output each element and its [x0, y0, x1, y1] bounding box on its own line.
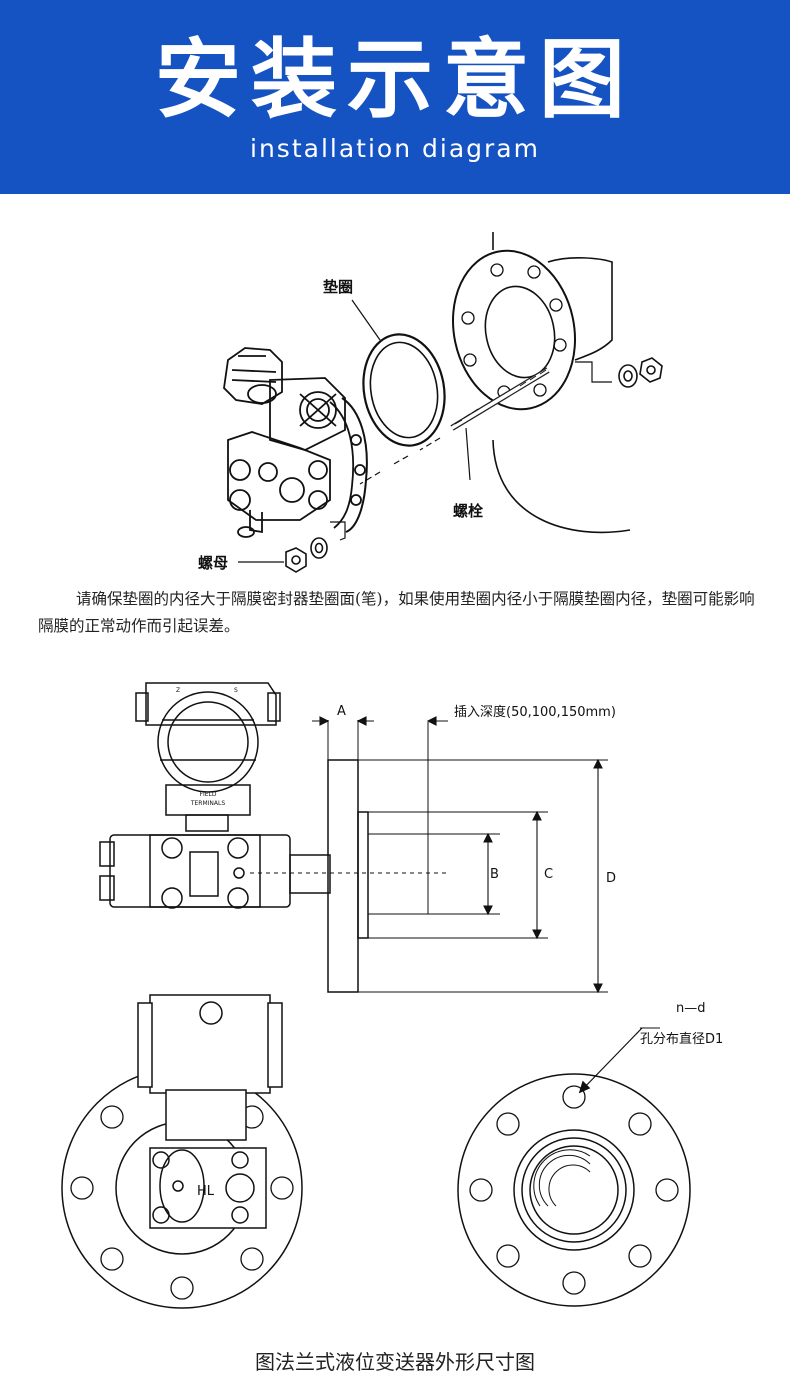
side-view-flange — [327, 720, 608, 993]
header-banner: 安装示意图 installation diagram — [0, 0, 790, 194]
washer-nut-right — [575, 357, 663, 388]
figure-caption: 图法兰式液位变送器外形尺寸图 — [255, 1350, 535, 1374]
dim-c-label: C — [544, 867, 553, 882]
insert-depth-label: 插入深度(50,100,150mm) — [454, 704, 616, 720]
dim-d-label: D — [606, 871, 616, 886]
exploded-installation-figure: 垫圈 螺栓 螺母 — [198, 232, 663, 573]
dim-b-label: B — [490, 867, 499, 882]
s-label: S — [234, 687, 238, 694]
installation-note: 请确保垫圈的内径大于隔膜密封器垫圈面(笔)，如果使用垫圈内径小于隔膜垫圈内径，垫… — [38, 590, 755, 635]
field-terminals-label-1: FIELD — [200, 791, 217, 798]
z-label: Z — [176, 687, 180, 694]
nd-label: n—d — [676, 1001, 706, 1016]
side-view-transmitter: FIELD TERMINALS Z S — [99, 682, 450, 909]
flange-face-view: n—d 孔分布直径D1 — [457, 1001, 723, 1307]
bolt-label: 螺栓 — [453, 502, 483, 520]
hl-label: HL — [197, 1184, 215, 1199]
tank-flange — [451, 249, 577, 411]
washer-nut-bottom — [238, 537, 328, 573]
page-title: 安装示意图 — [155, 30, 635, 130]
dimension-side-view: FIELD TERMINALS Z S — [99, 682, 616, 994]
gasket-label: 垫圈 — [323, 278, 353, 296]
front-view-transmitter: HL — [61, 994, 303, 1309]
dimension-arrows — [312, 716, 603, 994]
gasket — [351, 299, 446, 447]
page-subtitle: installation diagram — [250, 134, 540, 163]
nut-label: 螺母 — [198, 554, 228, 572]
transmitter-exploded — [223, 347, 368, 541]
bolt-circle-label: 孔分布直径D1 — [640, 1032, 723, 1047]
field-terminals-label-2: TERMINALS — [190, 800, 226, 807]
bolt — [359, 367, 550, 485]
dim-a-label: A — [337, 704, 346, 719]
